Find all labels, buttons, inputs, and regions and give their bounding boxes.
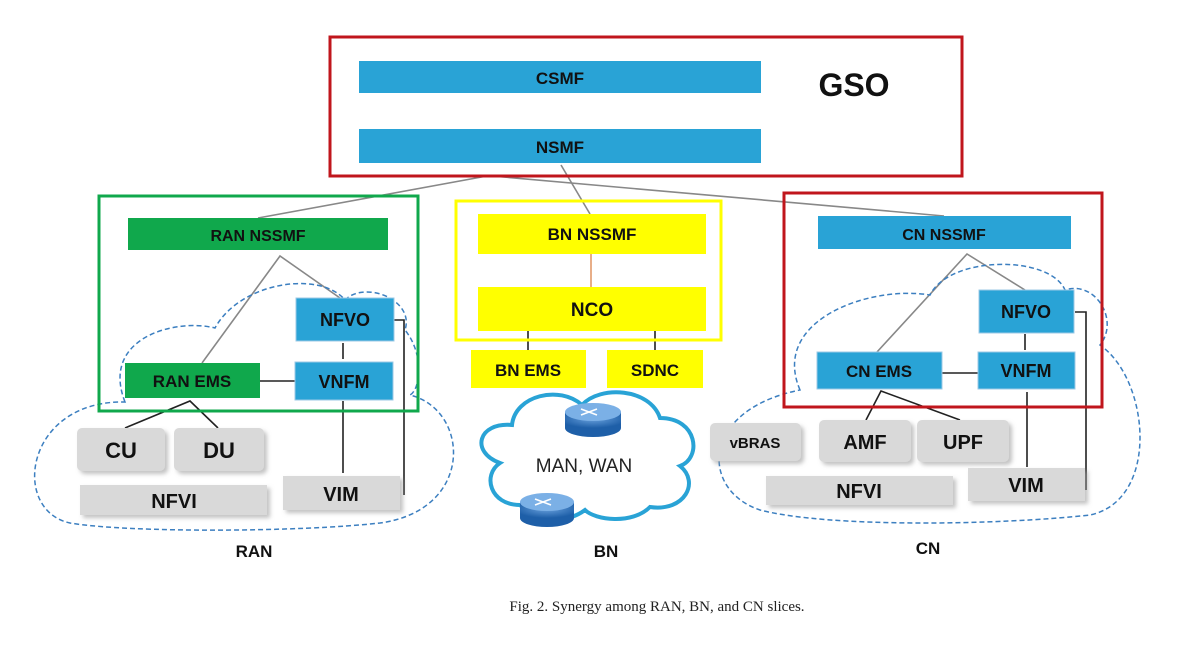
ran-nssmf-block[interactable] bbox=[128, 218, 388, 250]
cn-vnfm-block[interactable] bbox=[977, 351, 1076, 390]
ran-nssmf-frame bbox=[97, 194, 420, 413]
csmf-label: CSMF bbox=[536, 69, 584, 88]
ran-group: RAN NSSMF NFVO RAN EMS VNFM CU DU NFVI V… bbox=[33, 194, 455, 561]
bn-network-cloud bbox=[479, 390, 696, 522]
cn-nfvi-label: NFVI bbox=[836, 481, 882, 503]
ran-nfvo-block[interactable] bbox=[295, 297, 395, 342]
bn-cloud-label: MAN, WAN bbox=[536, 456, 632, 477]
csmf-block[interactable] bbox=[359, 61, 761, 93]
ran-ems-to-cu-du-line bbox=[124, 400, 219, 429]
ran-slice-label: RAN bbox=[236, 542, 273, 561]
ran-ems-block[interactable] bbox=[125, 363, 260, 398]
ran-nssmf-label: RAN NSSMF bbox=[210, 228, 305, 245]
cn-ems-label: CN EMS bbox=[846, 362, 912, 381]
ran-vim-block[interactable] bbox=[283, 476, 400, 510]
cn-upf-block[interactable] bbox=[917, 420, 1009, 462]
bn-slice-label: BN bbox=[594, 542, 619, 561]
bn-nssmf-label: BN NSSMF bbox=[548, 225, 637, 244]
bn-sdnc-block[interactable] bbox=[607, 350, 703, 388]
ran-cu-block[interactable] bbox=[77, 428, 165, 471]
ran-nfvo-label: NFVO bbox=[320, 310, 370, 330]
bn-nssmf-frame bbox=[454, 199, 723, 342]
cn-nfvi-block[interactable] bbox=[766, 476, 953, 505]
ran-du-block[interactable] bbox=[174, 428, 264, 471]
cn-vbras-block[interactable] bbox=[710, 423, 801, 461]
gso-group: CSMF NSMF GSO bbox=[328, 35, 964, 178]
gso-title: GSO bbox=[818, 67, 889, 103]
connectors bbox=[124, 164, 1087, 495]
ran-du-label: DU bbox=[203, 438, 235, 463]
ran-ems-label: RAN EMS bbox=[153, 372, 231, 391]
cn-group: CN NSSMF NFVO CN EMS VNFM vBRAS AMF UPF … bbox=[710, 191, 1141, 558]
ran-nfvi-label: NFVI bbox=[151, 491, 197, 513]
ran-cu-label: CU bbox=[105, 438, 137, 463]
ran-vnfm-label: VNFM bbox=[319, 372, 370, 392]
cn-amf-label: AMF bbox=[843, 432, 886, 454]
ran-vim-label: VIM bbox=[323, 484, 359, 506]
nsmf-label: NSMF bbox=[536, 138, 584, 157]
gso-frame bbox=[328, 35, 964, 178]
cn-nfvo-block[interactable] bbox=[978, 289, 1075, 334]
router-icon bbox=[565, 403, 621, 437]
ran-nfvi-block[interactable] bbox=[80, 485, 267, 515]
cn-amf-block[interactable] bbox=[819, 420, 911, 462]
cn-ems-block[interactable] bbox=[816, 351, 943, 390]
cn-vbras-label: vBRAS bbox=[730, 435, 781, 452]
bn-nco-label: NCO bbox=[571, 300, 613, 321]
ran-nssmf-to-ems-nfvo-line bbox=[201, 254, 341, 364]
cn-nssmf-block[interactable] bbox=[818, 216, 1071, 249]
cn-upf-label: UPF bbox=[943, 432, 983, 454]
cn-vim-block[interactable] bbox=[968, 468, 1085, 501]
cn-nfvo-vim-bracket bbox=[1075, 311, 1087, 490]
cn-vnfm-label: VNFM bbox=[1001, 361, 1052, 381]
bn-nssmf-block[interactable] bbox=[478, 214, 706, 254]
nsmf-to-bn-nssmf-line bbox=[560, 164, 591, 215]
bn-group: BN NSSMF NCO BN EMS SDNC MAN, WAN BN bbox=[454, 199, 723, 561]
cn-cloud-outline bbox=[718, 263, 1141, 524]
ran-cloud-outline bbox=[33, 282, 455, 531]
cn-ems-to-amf-upf-line bbox=[865, 390, 961, 421]
bn-ems-label: BN EMS bbox=[495, 361, 561, 380]
nsmf-to-cn-nssmf-line bbox=[491, 175, 945, 217]
cn-vim-label: VIM bbox=[1008, 475, 1044, 497]
bn-ems-block[interactable] bbox=[471, 350, 586, 388]
cn-slice-label: CN bbox=[916, 539, 941, 558]
ran-nfvo-vim-bracket bbox=[394, 319, 405, 495]
cn-nfvo-label: NFVO bbox=[1001, 302, 1051, 322]
bn-sdnc-label: SDNC bbox=[631, 361, 679, 380]
cn-nssmf-label: CN NSSMF bbox=[902, 227, 986, 244]
nsmf-block[interactable] bbox=[359, 129, 761, 163]
cn-nssmf-to-ems-nfvo-line bbox=[876, 252, 1026, 353]
bn-nco-block[interactable] bbox=[478, 287, 706, 331]
router-icon bbox=[520, 493, 574, 527]
ran-vnfm-block[interactable] bbox=[294, 361, 394, 401]
figure-caption: Fig. 2. Synergy among RAN, BN, and CN sl… bbox=[509, 599, 804, 615]
cn-nssmf-frame bbox=[782, 191, 1104, 409]
